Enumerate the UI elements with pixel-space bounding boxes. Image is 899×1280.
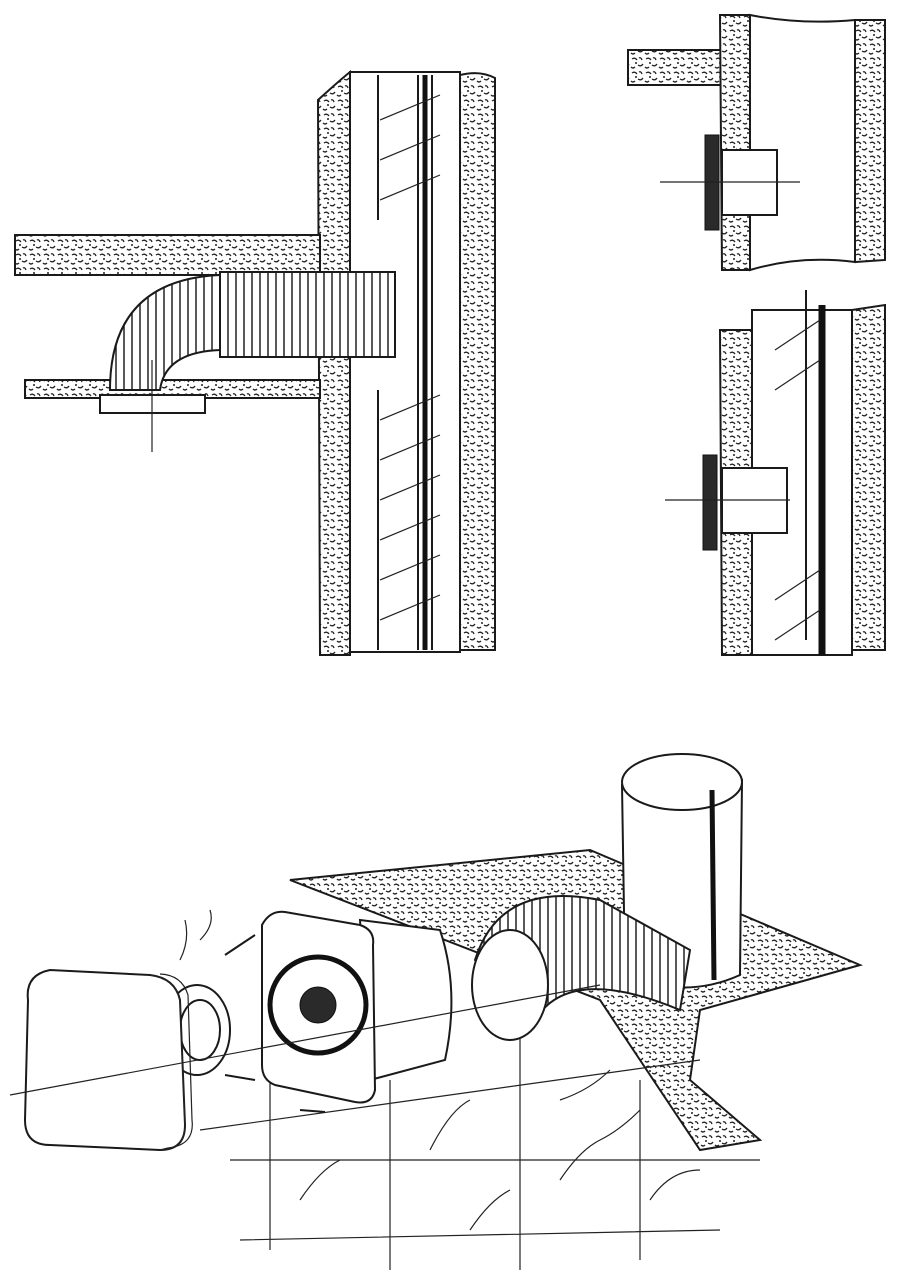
wall-left: [718, 14, 751, 271]
wall-right-band: [459, 72, 496, 651]
slab: [627, 49, 724, 86]
wall-fan-installation-a: [627, 13, 886, 272]
riser-shaft: [349, 71, 461, 653]
wall-fan-installation-b: [665, 290, 886, 656]
front-cover: [23, 968, 187, 1152]
exploded-fan-assembly: [9, 753, 864, 1270]
wall-left-band: [316, 69, 351, 656]
riser-stripes: [377, 75, 441, 650]
wall-surface-texture: [179, 909, 701, 1231]
tile-grid: [199, 1030, 760, 1270]
assembly-axis: [9, 984, 601, 1096]
fan-housing-cylinder: [358, 918, 453, 1082]
shaft: [749, 13, 856, 272]
fan-grille: [702, 454, 718, 551]
elbow-opening: [471, 929, 549, 1041]
horizontal-duct: [219, 271, 396, 358]
wall-right: [854, 19, 886, 264]
mounting-screws: [224, 934, 326, 1113]
duct-elbow: [108, 273, 221, 391]
ceiling-slab: [14, 234, 321, 276]
ceiling-duct-installation: [14, 69, 496, 656]
wall-right: [851, 303, 886, 651]
